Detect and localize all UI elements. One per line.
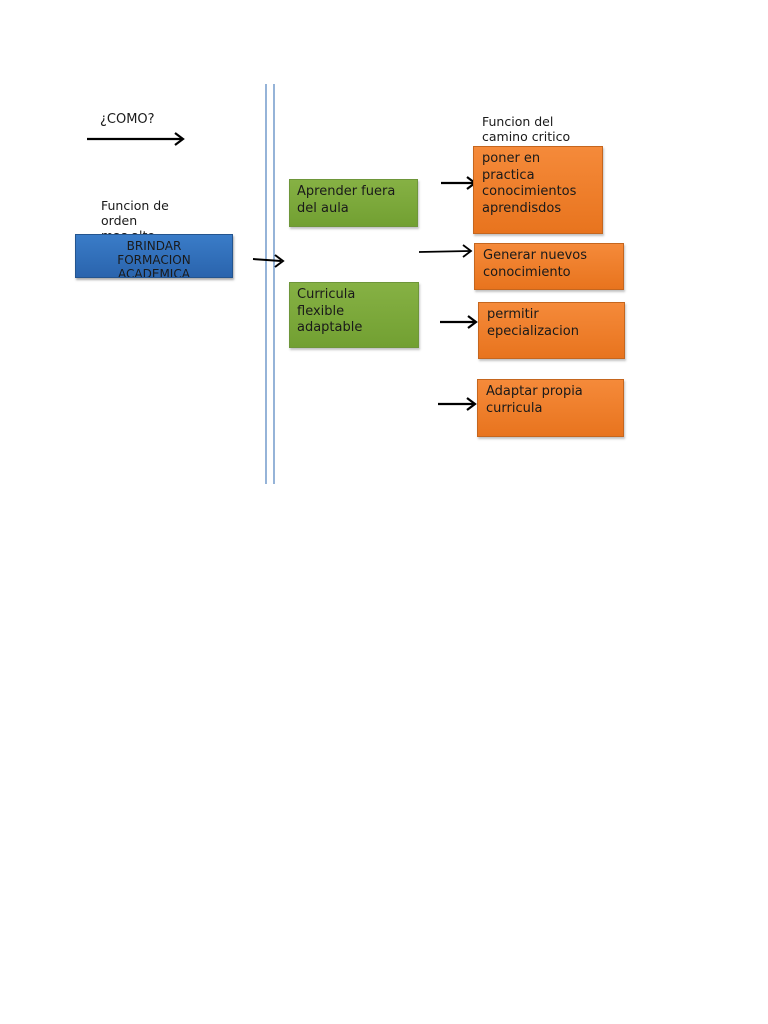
orange-box-allow-specialization: permitir epecializacion [478,302,625,359]
arrow-to-orange-2 [418,244,473,258]
como-direction-arrow [87,132,185,146]
main-function-box: BRINDAR FORMACION ACADEMICA [75,234,233,278]
orange-box-generate-knowledge: Generar nuevos conocimiento [474,243,624,290]
arrow-to-orange-4 [438,397,477,411]
como-label: ¿COMO? [100,112,155,127]
arrow-to-orange-1 [441,176,477,190]
orange-box-adapt-curricula: Adaptar propia curricula [477,379,624,437]
critical-path-label: Funcion del camino critico [482,114,571,144]
higher-order-function-label: Funcion de orden mas alto [101,198,169,235]
green-box-learn-outside: Aprender fuera del aula [289,179,418,227]
arrow-main-to-divider [252,254,285,268]
green-box-flexible-curricula: Curricula flexible adaptable [289,282,419,348]
arrow-to-orange-3 [440,315,478,329]
orange-box-put-into-practice: poner en practica conocimientos aprendis… [473,146,603,234]
